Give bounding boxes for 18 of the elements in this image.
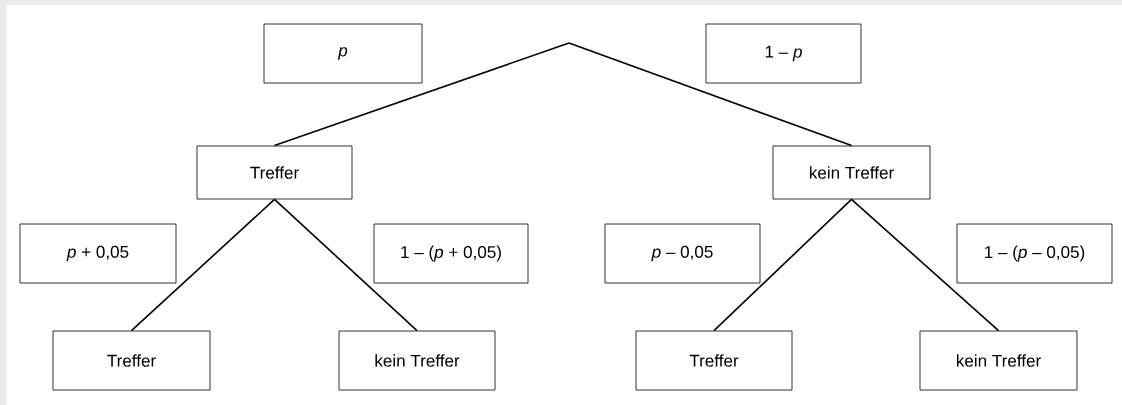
probability-box: p + 0,05 [19,223,177,284]
branch-line [273,42,570,147]
outcome-box: Treffer [52,330,211,391]
probability-box: 1 – (p – 0,05) [956,223,1113,284]
branch-line [273,198,418,332]
branch-line [568,42,853,147]
branch-line [713,198,853,332]
outcome-box: Treffer [635,330,793,391]
outcome-box: kein Treffer [338,330,496,391]
outcome-box: kein Treffer [919,330,1078,391]
branch-line [130,198,276,332]
probability-box: 1 – p [705,23,862,84]
probability-box: p [263,23,423,84]
probability-box: p – 0,05 [604,223,761,284]
outcome-box: kein Treffer [772,145,931,200]
branch-line [850,198,1000,332]
probability-box: 1 – (p + 0,05) [373,223,529,284]
outcome-box: Treffer [196,145,353,200]
